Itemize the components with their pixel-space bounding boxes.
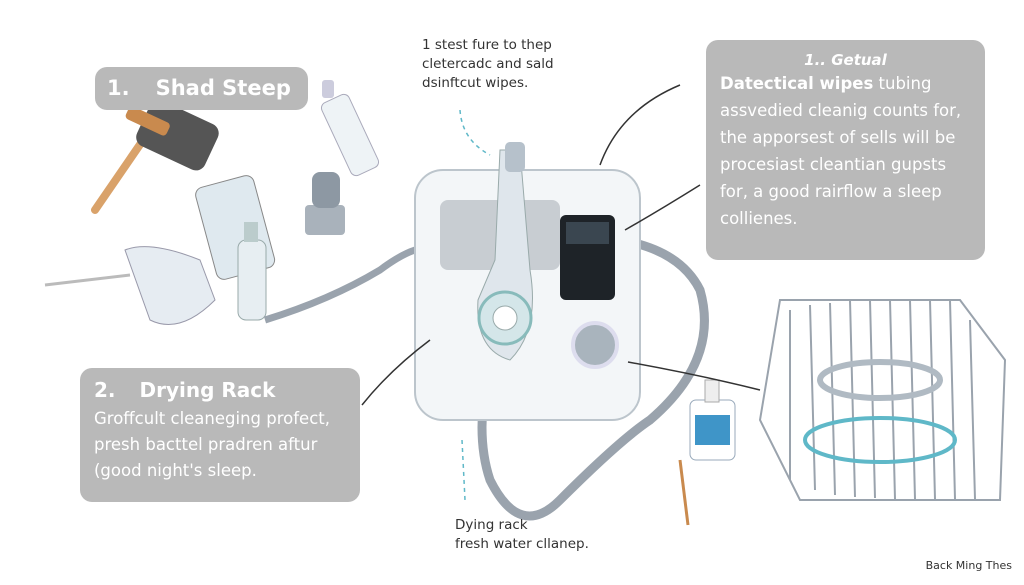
disinfectant-bottle-icon <box>678 379 736 526</box>
dashed-guides <box>459 109 491 501</box>
footer-caption: Back Ming Thes <box>925 559 1012 572</box>
top-annotation: 1 stest fure to thep cletercadc and sald… <box>422 36 554 93</box>
label-drying-rack: 2. Drying Rack Groffcult cleaneging profe… <box>80 368 360 502</box>
cpap-machine <box>414 142 641 421</box>
label-body-line: assvedied cleanig counts for, <box>720 101 962 120</box>
label-number: 2. <box>94 378 116 402</box>
note-line: 1 stest fure to thep <box>422 37 552 53</box>
spray-bottle-icon <box>237 222 267 321</box>
mask-connector-icon <box>305 172 345 235</box>
cleaning-brush-icon <box>91 99 219 214</box>
label-body-line: presh bacttel pradren aftur <box>94 435 318 454</box>
label-number: 1. <box>107 76 130 100</box>
label-shad-steep: 1. Shad Steep <box>95 67 308 110</box>
label-body-line: the apporsest of sells will be <box>720 128 956 147</box>
cpap-hose <box>263 244 442 324</box>
label-body-line: collienes. <box>720 209 798 228</box>
cpap-hose <box>477 235 709 521</box>
pointer-arrows <box>361 84 761 406</box>
note-line: Dying rack <box>455 517 528 533</box>
note-line: cletercadc and sald <box>422 56 554 72</box>
bottom-annotation: Dying rack fresh water cllanep. <box>455 516 589 554</box>
drying-rack-icon <box>758 299 1007 501</box>
dial-button <box>571 321 619 369</box>
label-lead-rest: tubing <box>873 74 932 93</box>
label-body-line: (good night's sleep. <box>94 461 257 480</box>
note-line: fresh water cllanep. <box>455 536 589 552</box>
label-bold-lead: Datectical wipes <box>720 74 874 93</box>
label-heading: 1.. Getual <box>804 51 887 69</box>
label-getual: 1.. Getual Datectical wipes tubing assve… <box>706 40 985 260</box>
label-body-line: for, a good rairflow a sleep <box>720 182 942 201</box>
label-title: Drying Rack <box>139 378 276 402</box>
spray-bottle-icon <box>320 80 380 177</box>
label-body-line: procesiast cleantian gupsts <box>720 155 947 174</box>
cpap-mask-icon <box>44 246 216 325</box>
label-body-line: Groffcult cleaneging profect, <box>94 409 330 428</box>
note-line: dsinftcut wipes. <box>422 75 529 91</box>
label-title: Shad Steep <box>155 76 291 100</box>
